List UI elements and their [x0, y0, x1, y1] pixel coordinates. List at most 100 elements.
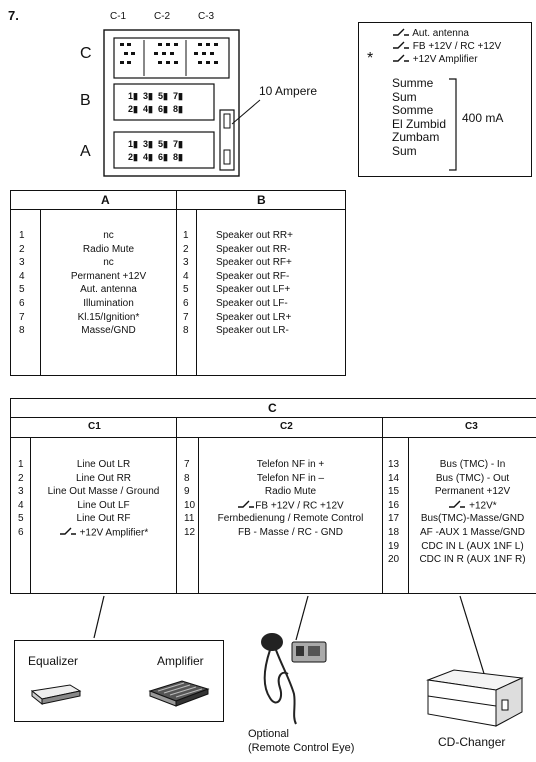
table-c1-header: C1 [88, 421, 101, 432]
optional-label: Optional [248, 728, 289, 740]
figure-number: 7. [8, 8, 19, 23]
legend-bracket [449, 78, 457, 171]
fuse-label: 10 Ampere [259, 84, 318, 98]
table-c3-rows: Bus (TMC) - In Bus (TMC) - Out Permanent … [409, 458, 536, 567]
pin-a-bottom-8: 8 [172, 152, 178, 162]
table-row: Radio Mute [264, 486, 317, 498]
table-row: Speaker out RR- [216, 243, 291, 255]
amplifier-icon [148, 680, 210, 707]
antenna-switch-icon [392, 40, 410, 53]
table-c2-header: C2 [280, 421, 293, 432]
pin-b-bottom-6: 6 [157, 104, 163, 114]
sum-word: Summe [392, 76, 434, 90]
table-row: Bus (TMC) - Out [435, 472, 510, 484]
legend-items: Aut. antenna FB +12V / RC +12V +12V Ampl… [392, 27, 501, 66]
table-b-header: B [257, 193, 266, 207]
table-row: AF -AUX 1 Masse/GND [419, 526, 526, 538]
remote-control-eye-icon [261, 633, 327, 725]
legend-box [358, 22, 532, 177]
pin-a-bottom-6: 6 [157, 152, 163, 162]
pin-b-bottom-2: 2 [128, 104, 134, 114]
pin-a-top-5: 5 [157, 139, 163, 149]
table-row: +12V Amplifier* [31, 526, 176, 540]
table-row: Permanent +12V [434, 486, 511, 498]
table-row: nc [103, 257, 114, 269]
connector-b-pins: 1▮ 3▮ 5▮ 7▮ 2▮ 4▮ 6▮ 8▮ [128, 91, 183, 114]
table-row: FB +12V / RC +12V [199, 499, 382, 513]
connector-a-pins: 1▮ 3▮ 5▮ 7▮ 2▮ 4▮ 6▮ 8▮ [128, 139, 183, 162]
column-label-c2: C-2 [154, 11, 171, 22]
antenna-switch-icon [448, 499, 466, 513]
legend-item-aut-antenna: Aut. antenna [392, 27, 501, 40]
pin-b-top-1: 1 [128, 91, 134, 101]
amplifier-label: Amplifier [157, 654, 204, 668]
table-row: Telefon NF in + [256, 459, 325, 470]
connector-drawing [103, 29, 261, 177]
pin-a-top-1: 1 [128, 139, 134, 149]
table-row: +12V* [409, 499, 536, 513]
sum-word: Zumbam [392, 130, 440, 144]
pin-b-top-3: 3 [142, 91, 148, 101]
table-row: FB - Masse / RC - GND [237, 526, 343, 538]
pin-b-top-5: 5 [157, 91, 163, 101]
legend-asterisk: * [367, 50, 374, 67]
table-row: Bus(TMC)-Masse/GND [420, 513, 525, 525]
table-row: Aut. antenna [80, 284, 137, 296]
table-row: Speaker out RF- [216, 270, 290, 282]
row-label-c: C [80, 45, 92, 62]
remote-control-eye-label: (Remote Control Eye) [248, 742, 355, 754]
pin-a-bottom-4: 4 [142, 152, 148, 162]
table-row: Speaker out RF+ [216, 257, 292, 269]
table-row: Speaker out LF- [216, 297, 288, 309]
table-row: Speaker out LF+ [216, 284, 291, 296]
table-row: Line Out Masse / Ground [47, 486, 160, 498]
column-label-c1: C-1 [110, 11, 127, 22]
antenna-switch-icon [59, 526, 77, 540]
row-label-a: A [80, 143, 91, 160]
legend-item-amplifier: +12V Amplifier [392, 53, 501, 66]
pin-table-ab [10, 190, 346, 376]
table-row: nc [103, 230, 114, 241]
table-c-header: C [268, 401, 277, 415]
table-row: Kl.15/Ignition* [77, 311, 140, 323]
cd-changer-icon [426, 669, 524, 727]
equalizer-amplifier-box [14, 640, 224, 722]
antenna-switch-icon [237, 499, 255, 513]
table-row: Permanent +12V [70, 270, 147, 282]
pin-a-top-3: 3 [142, 139, 148, 149]
pin-b-bottom-8: 8 [172, 104, 178, 114]
pin-table-c [10, 398, 536, 594]
legend-sum-words: Summe Sum Somme El Zumbid Zumbam Sum [392, 76, 447, 158]
sum-word: El Zumbid [392, 116, 447, 131]
table-row: Telefon NF in – [256, 472, 325, 484]
table-b-rows: Speaker out RR+ Speaker out RR- Speaker o… [216, 229, 293, 338]
table-row: Speaker out RR+ [216, 230, 293, 241]
sum-word: Somme [392, 103, 434, 117]
table-row: CDC IN R (AUX 1NF R) [419, 554, 526, 566]
antenna-switch-icon [392, 27, 410, 40]
table-row: Bus (TMC) - In [439, 459, 506, 470]
row-label-b: B [80, 92, 91, 109]
cd-changer-label: CD-Changer [438, 735, 506, 749]
pin-b-top-7: 7 [172, 91, 178, 101]
table-c2-rows: Telefon NF in + Telefon NF in – Radio Mut… [199, 458, 382, 540]
table-row: Radio Mute [82, 243, 135, 255]
table-row: Line Out LF [77, 499, 130, 511]
equalizer-label: Equalizer [28, 654, 79, 668]
table-row: Masse/GND [81, 325, 136, 337]
sum-word: Sum [392, 89, 417, 104]
table-row: Fernbedienung / Remote Control [217, 513, 364, 525]
column-label-c3: C-3 [198, 11, 215, 22]
equalizer-icon [30, 684, 82, 705]
table-a-header: A [101, 193, 110, 207]
table-row: Illumination [83, 297, 134, 309]
table-row: Speaker out LR+ [216, 311, 292, 323]
pin-b-bottom-4: 4 [142, 104, 148, 114]
pin-a-bottom-2: 2 [128, 152, 134, 162]
